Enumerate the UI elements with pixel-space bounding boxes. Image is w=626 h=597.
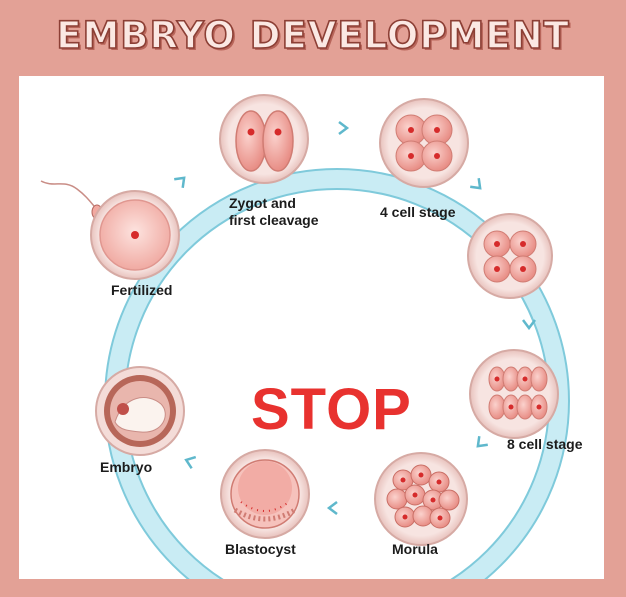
eight-cell-label: 8 cell stage: [507, 436, 583, 452]
fertilized-cell-icon: [90, 190, 180, 280]
ring-arrow-icon: [522, 319, 536, 331]
morula-icon: [374, 452, 468, 546]
ring-arrow-icon: [326, 501, 338, 515]
eight-cell-stage-icon: [469, 349, 559, 439]
ring-arrow-icon: [174, 176, 186, 188]
ring-arrow-icon: [338, 121, 350, 135]
sperm-icon: [40, 180, 103, 220]
development-cycle-diagram: [40, 94, 570, 579]
embryo-label: Embryo: [100, 459, 153, 475]
four-cell-label: 4 cell stage: [380, 204, 456, 220]
ring-arrow-icon: [470, 178, 482, 190]
blastocyst-icon: [220, 449, 310, 539]
zygote-cell-icon: [219, 94, 309, 184]
four-cell-stage-icon: [379, 98, 469, 188]
morula-label: Morula: [392, 541, 438, 557]
ring-arrow-icon: [476, 436, 488, 448]
blastocyst-label: Blastocyst: [225, 541, 296, 557]
four-blastomere-icon: [467, 213, 553, 299]
fertilized-label: Fertilized: [111, 282, 173, 298]
ring-arrow-icon: [184, 455, 197, 470]
zygote-label: Zygot and first cleavage: [229, 195, 319, 228]
diagram-panel: Zygot and first cleavage 4 cell stage Fe…: [19, 76, 604, 579]
page-title: EMBRYO DEVELOPMENT: [55, 13, 570, 58]
embryo-icon: [95, 366, 185, 456]
stop-watermark: STOP: [251, 377, 412, 442]
